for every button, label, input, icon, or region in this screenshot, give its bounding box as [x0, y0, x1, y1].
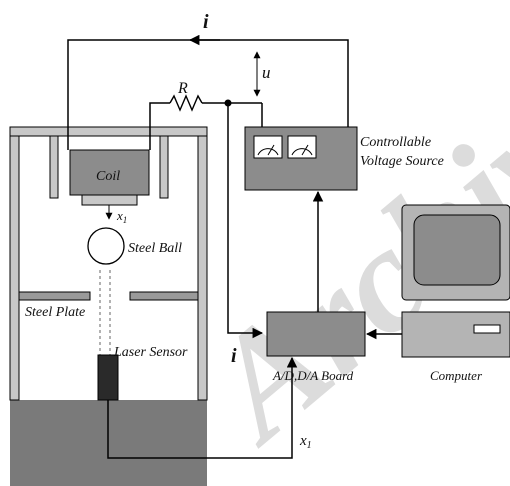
sensor-to-board-wire: [107, 356, 298, 459]
laser-sensor: [97, 354, 119, 401]
voltage-source-label-line2: Voltage Source: [360, 154, 444, 169]
meter-right-needle: [301, 144, 309, 156]
ad-da-board: [266, 311, 366, 357]
steel-plate-left: [18, 291, 91, 301]
computer-base: [401, 311, 510, 358]
computer-label: Computer: [430, 368, 483, 383]
coil-bracket-right: [159, 135, 169, 199]
coil-label: Coil: [96, 169, 120, 184]
wire-junction-to-board: [227, 103, 264, 339]
steel-ball: [87, 227, 125, 265]
x1-top-sub: 1: [123, 215, 128, 225]
frame-top: [9, 126, 208, 137]
current-label-left: i: [231, 345, 237, 367]
x1-bottom-main: x: [299, 433, 307, 449]
x1-bottom-label: x1: [299, 433, 312, 451]
steel-plate-label: Steel Plate: [25, 305, 85, 320]
voltage-label: u: [262, 63, 271, 82]
computer-screen: [413, 214, 501, 286]
wire-coil-to-resistor: [149, 102, 170, 150]
meter-left: [253, 135, 283, 159]
laser-sensor-label: Laser Sensor: [113, 345, 188, 360]
voltage-source-label-line1: Controllable: [360, 135, 431, 150]
x1-bottom-sub: 1: [307, 440, 312, 451]
steel-plate-right: [129, 291, 199, 301]
current-label-top: i: [203, 11, 209, 33]
meter-right-dial: [291, 148, 313, 156]
frame-left-post: [9, 135, 20, 401]
resistor-label: R: [177, 80, 188, 97]
coil-bracket-left: [49, 135, 59, 199]
x1-top-label: x1: [116, 208, 127, 225]
coil-core: [81, 194, 138, 206]
board-label: A/D,D/A Board: [272, 368, 354, 383]
steel-ball-label: Steel Ball: [128, 241, 182, 256]
x1-top-main: x: [116, 208, 123, 223]
meter-left-needle: [267, 144, 275, 156]
computer-drive-slot: [473, 324, 501, 334]
frame-right-post: [197, 135, 208, 401]
resistor-zigzag: [169, 94, 203, 112]
meter-right: [287, 135, 317, 159]
meter-left-dial: [257, 148, 279, 156]
